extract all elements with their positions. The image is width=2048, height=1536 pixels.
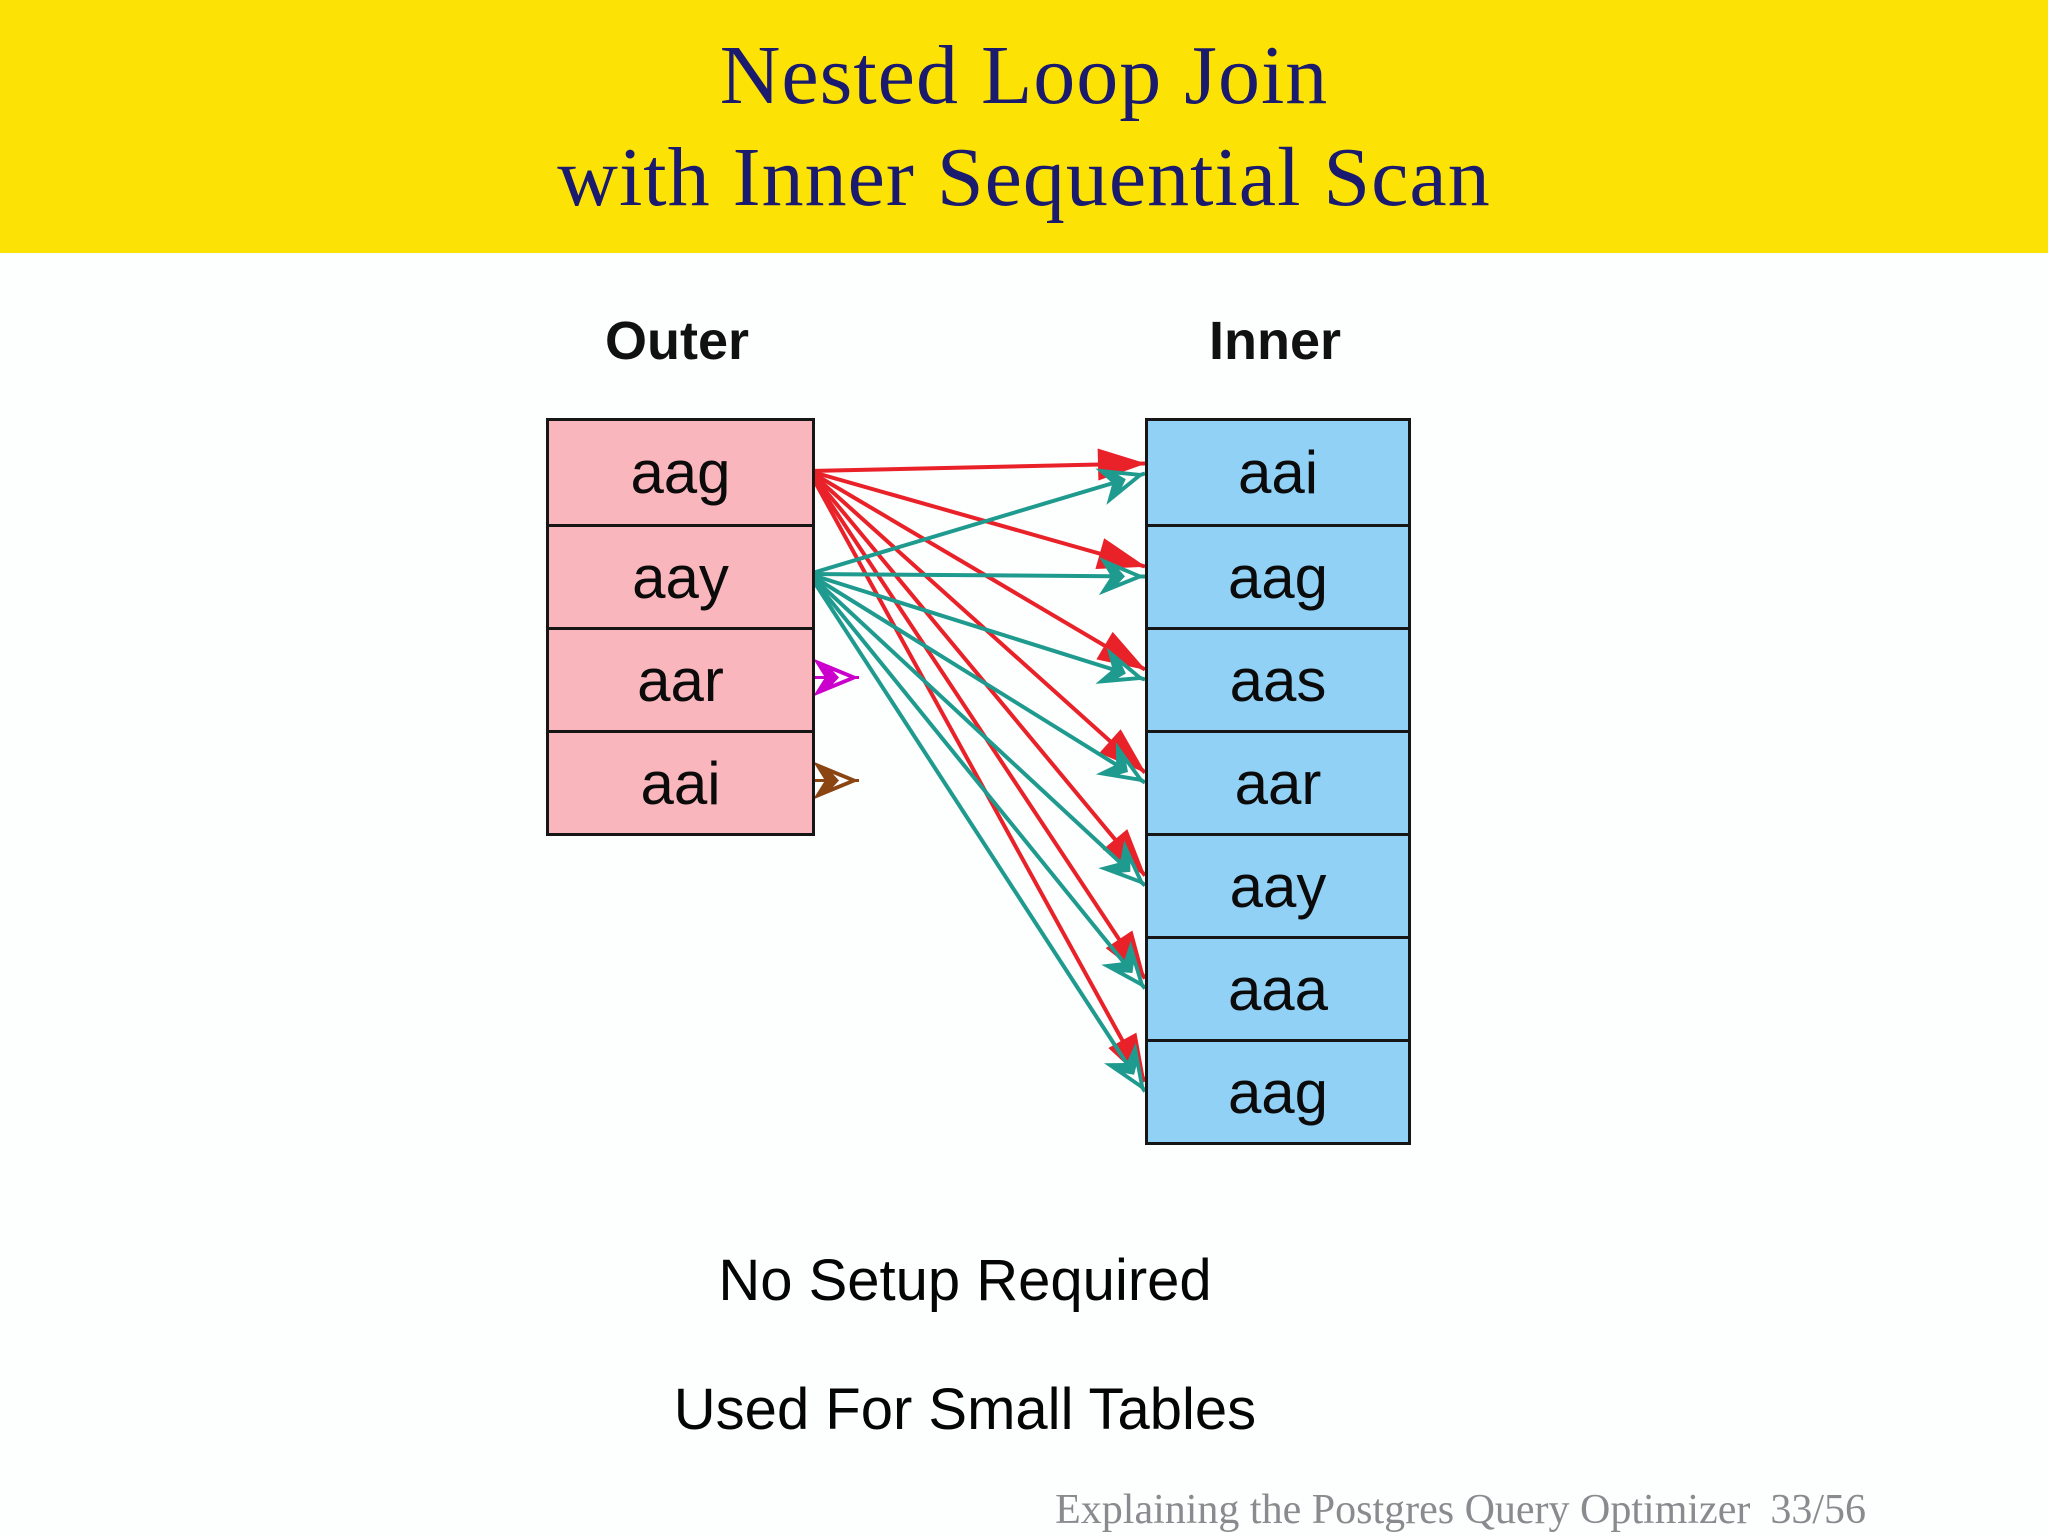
inner-row: aag: [1148, 524, 1408, 627]
outer-row: aai: [549, 730, 812, 833]
inner-table: aai aag aas aar aay aaa aag: [1145, 418, 1411, 1145]
title-banner: Nested Loop Join with Inner Sequential S…: [0, 0, 2048, 253]
inner-row: aaa: [1148, 936, 1408, 1039]
outer-table-label: Outer: [604, 311, 750, 371]
inner-row: aas: [1148, 627, 1408, 730]
outer-table: aag aay aar aai: [546, 418, 815, 836]
inner-row: aai: [1237, 439, 1319, 506]
outer-row: aar: [549, 627, 812, 730]
footer-page-number: 33/56: [1770, 1487, 1866, 1533]
outer-row: aay: [549, 524, 812, 627]
inner-row: aar: [1148, 730, 1408, 833]
outer-row: aag: [630, 439, 731, 506]
footer-title: Explaining the Postgres Query Optimizer: [1055, 1487, 1751, 1533]
note-no-setup: No Setup Required: [718, 1248, 1212, 1313]
inner-table-label: Inner: [1208, 311, 1342, 371]
inner-row: aay: [1148, 833, 1408, 936]
footer: Explaining the Postgres Query Optimizer 3…: [1055, 1486, 1866, 1534]
slide-title-line2: with Inner Sequential Scan: [557, 130, 1491, 224]
inner-row: aag: [1148, 1039, 1408, 1142]
slide-title-line1: Nested Loop Join: [719, 28, 1329, 122]
note-small-tables: Used For Small Tables: [673, 1377, 1257, 1442]
